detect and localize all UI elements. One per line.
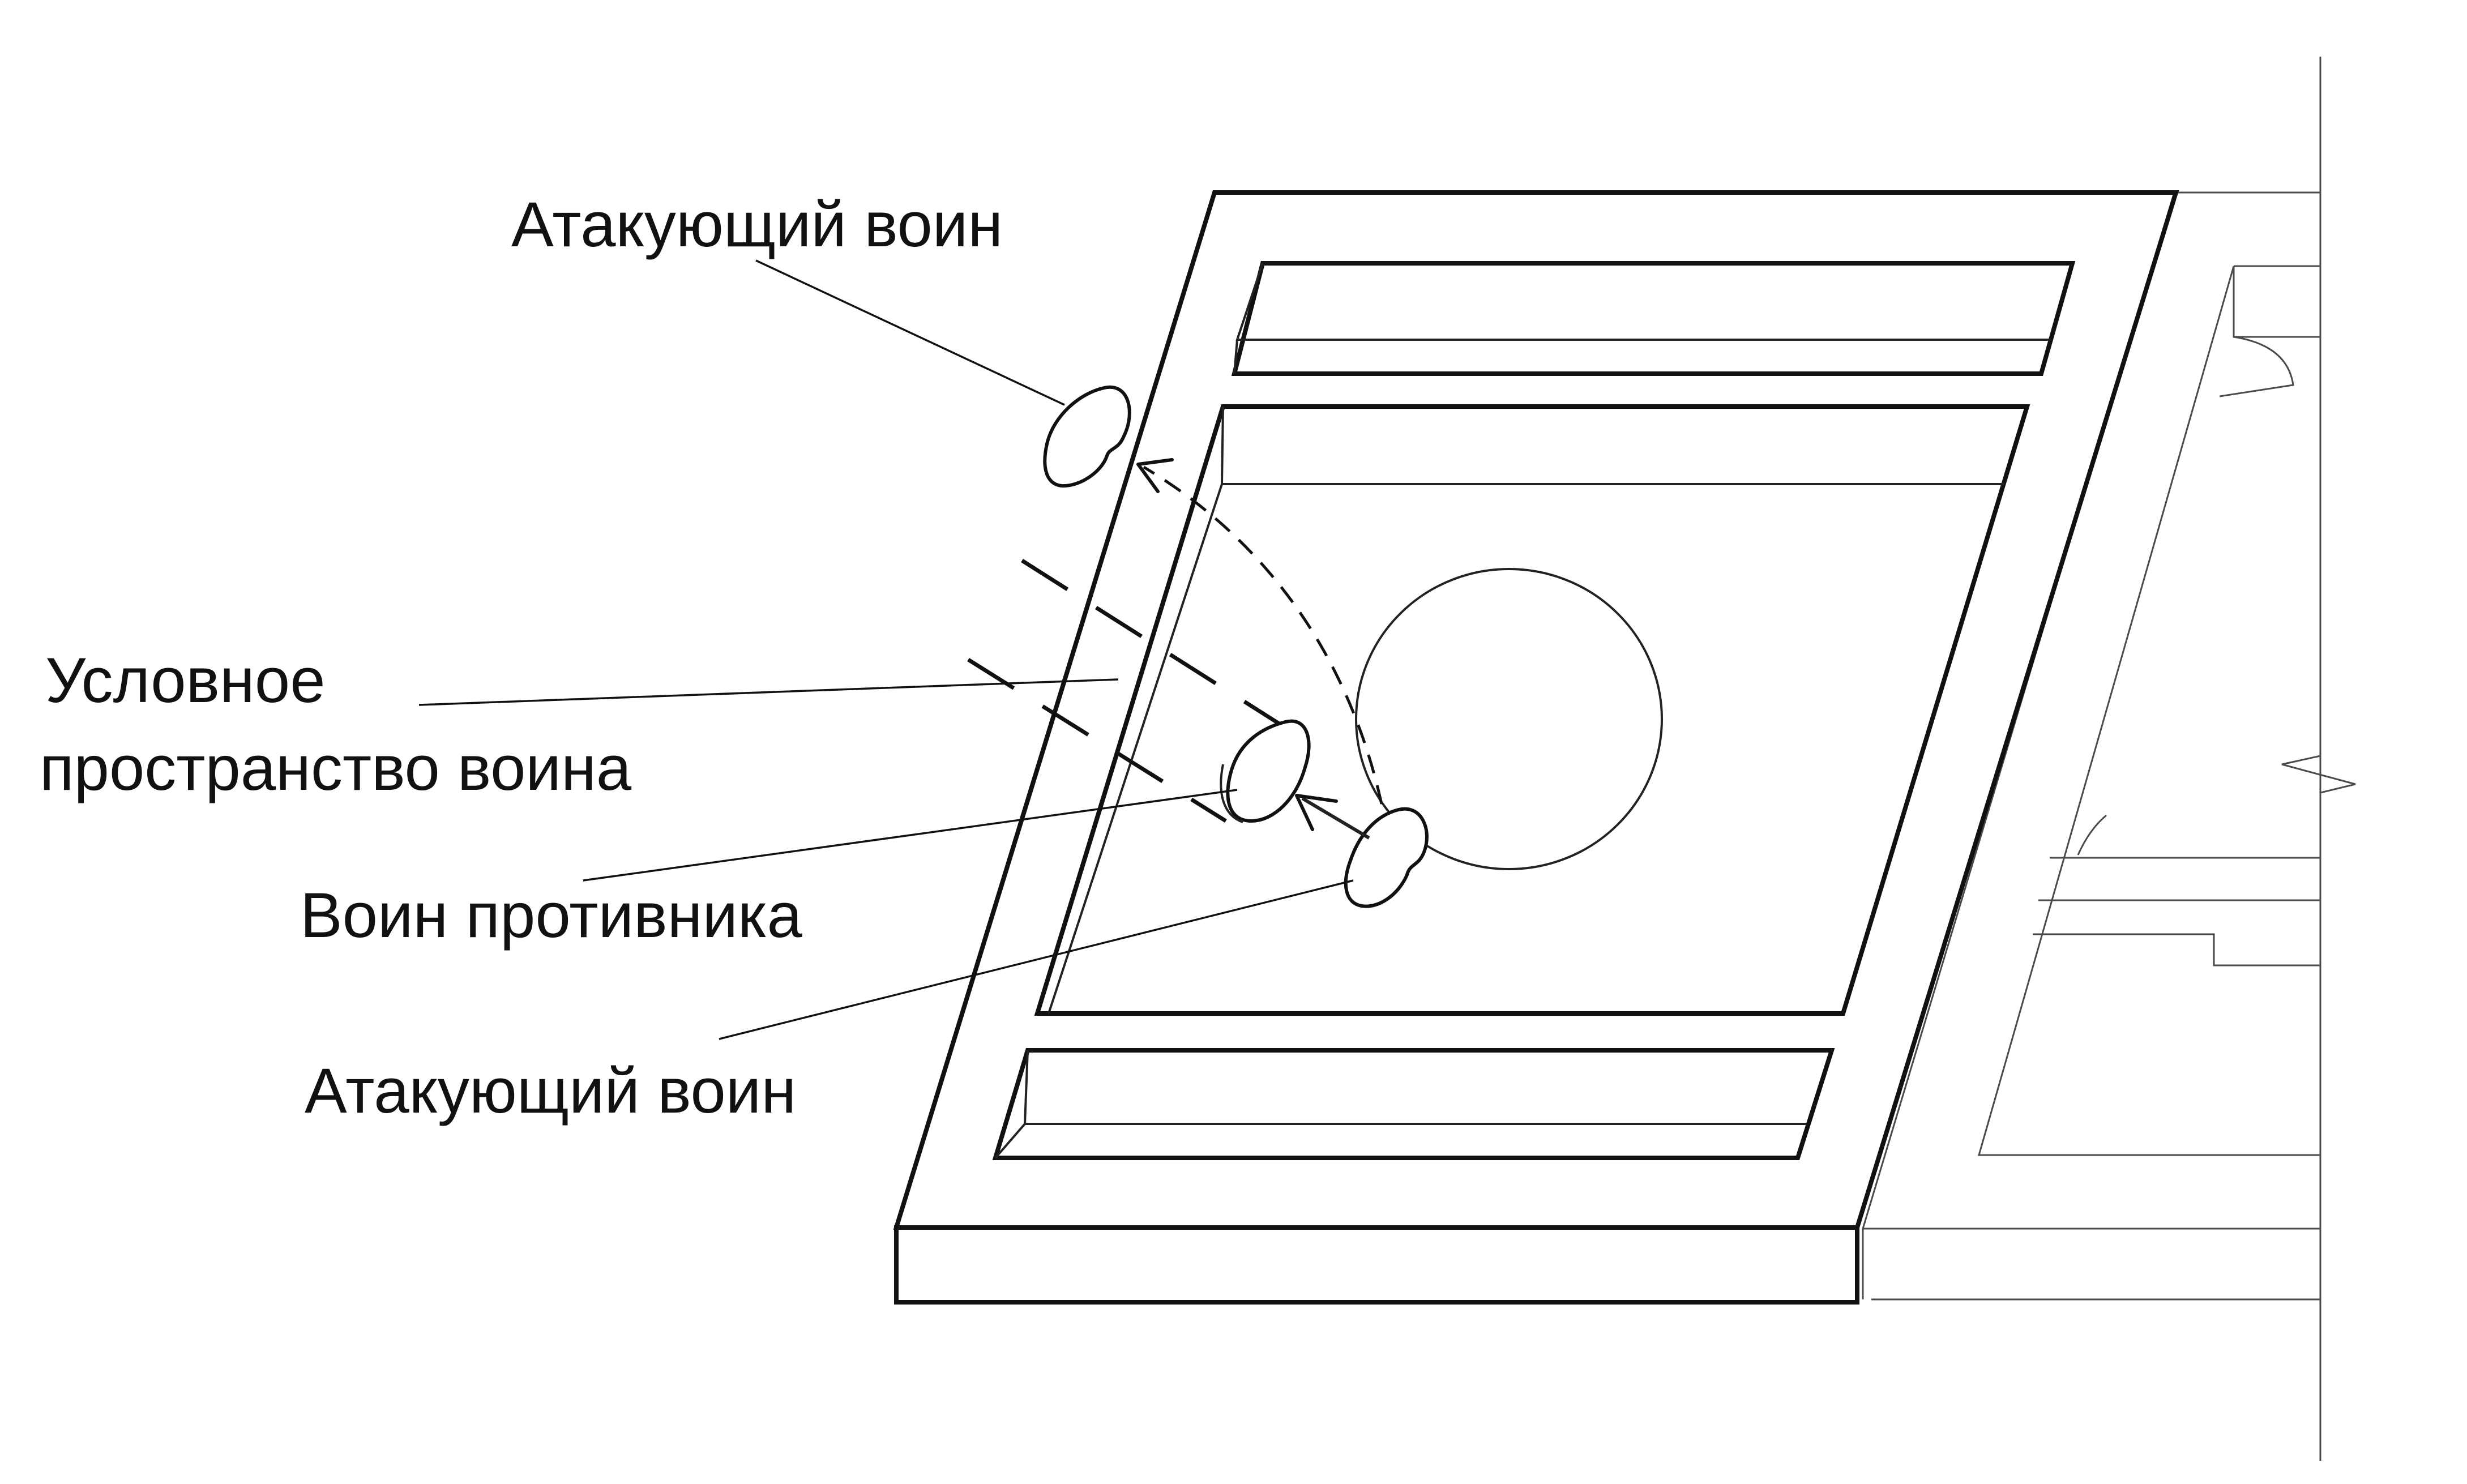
label-attacker-top: Атакующий воин [511,189,1003,260]
direct-arrowhead [1295,794,1338,831]
top-tray [1231,261,2076,376]
attacker-bottom [1344,807,1429,908]
trajectory-arrowhead [1136,458,1174,493]
conditional-space-lines [967,559,1286,823]
label-conditional-space-line2: пространство воина [40,733,632,803]
label-conditional-space-line1: Условное [45,645,325,716]
label-attacker-bottom: Атакующий воин [305,1055,796,1126]
adjacent-structure [1861,57,2356,1461]
leader-lines [418,259,1354,1040]
label-enemy-warrior: Воин противника [300,880,803,951]
attacker-top [1043,385,1131,488]
arena-circle [1355,568,1663,870]
attack-trajectory [1136,458,1383,805]
direct-attack-arrow [1295,794,1370,840]
game-board [893,190,2179,1305]
enemy-warrior [1220,719,1311,823]
bottom-tray [992,1048,1835,1160]
arena [1034,404,2030,1016]
